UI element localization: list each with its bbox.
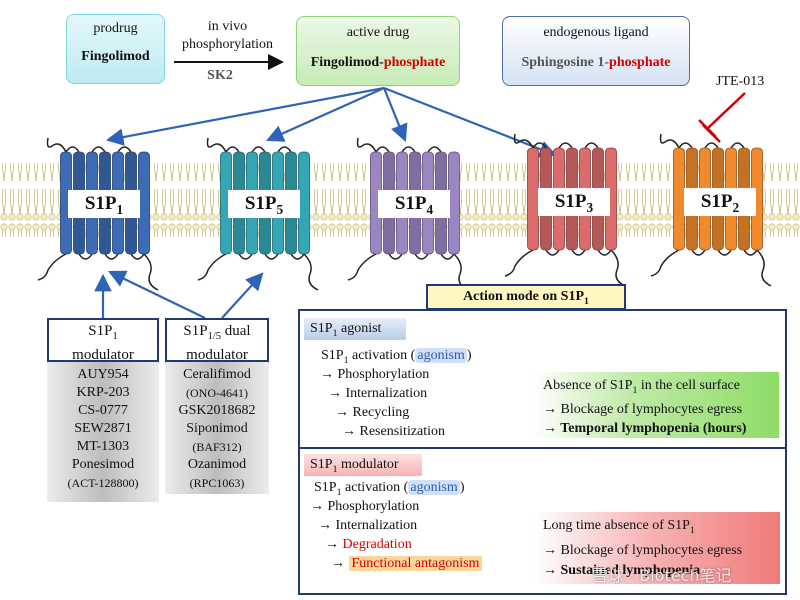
prodrug-name: Fingolimod [81, 49, 150, 64]
active-drug-arrows [105, 86, 558, 158]
jte013-inhibition [698, 92, 746, 143]
modulator-result-line3: → Sustained lymphopenia [543, 562, 701, 578]
action-divider [300, 447, 785, 449]
endogenous-label: endogenous ligand [543, 25, 649, 40]
modulator-result-line2: → Blockage of lymphocytes egress [543, 542, 743, 558]
prodrug-label: prodrug [93, 21, 138, 36]
agonist-result-line1: Absence of S1P1 in the cell surface [543, 378, 740, 396]
modulator-step-3: → Degradation [325, 537, 412, 552]
modulator-item: (ONO-4641) [186, 386, 248, 400]
modulator-item: Ceralifimod [183, 367, 251, 382]
s1p1-modulator-header-line2: modulator [72, 347, 134, 363]
receptor-sub: 4 [426, 201, 434, 217]
agonist-step-2: → Internalization [328, 386, 428, 401]
modulator-item: Siponimod [186, 421, 248, 436]
dual-modulator-header: S1P1/5 dual modulator [165, 318, 269, 363]
arrow-label-line2: phosphorylation [182, 37, 273, 52]
modulator-step-2: → Internalization [318, 518, 418, 533]
active-drug-label: active drug [346, 25, 410, 40]
receptor-s1p3 [504, 133, 626, 287]
active-drug-box: active drug Fingolimod-phosphate [296, 16, 460, 86]
endo-name-part1: Sphingosine 1- [521, 55, 610, 70]
modulator-item: GSK2018682 [178, 403, 256, 418]
modulator-item: CS-0777 [78, 403, 128, 418]
active-drug-name: Fingolimod-phosphate [297, 55, 459, 71]
receptor-name: S1P [394, 193, 427, 214]
receptor-sub: 2 [732, 199, 740, 215]
receptor-label-s1p2: S1P2 [684, 188, 756, 216]
agonist-step-3: → Recycling [335, 405, 410, 420]
modulator-title: S1P1 modulator [304, 454, 422, 476]
receptor-name: S1P [84, 193, 117, 214]
phosphorylation-arrow-label: in vivo phosphorylation [170, 18, 285, 54]
agonist-title: S1P1 agonist [304, 318, 406, 340]
modulator-item: AUY954 [77, 367, 129, 382]
agonist-step-4: → Resensitization [342, 424, 446, 439]
watermark: 雪球 · Biotech笔记 [592, 566, 732, 585]
transmembrane-helix [448, 151, 460, 255]
modulator-result-line1: Long time absence of S1P1 [543, 518, 695, 536]
receptor-label-s1p5: S1P5 [228, 190, 300, 218]
receptor-label-s1p1: S1P1 [68, 190, 140, 218]
jte013-label: JTE-013 [716, 74, 765, 89]
s1p1-modulator-header-line1: S1P1 [88, 323, 118, 342]
modulator-activation: S1P1 activation (agonism) [314, 480, 465, 498]
modulator-item: (BAF312) [192, 440, 242, 454]
modulator-arrows [94, 270, 264, 319]
modulator-item: KRP-203 [76, 385, 130, 400]
agonist-result-line3: → Temporal lymphopenia (hours) [543, 420, 747, 436]
modulator-item: (RPC1063) [189, 476, 245, 490]
receptor-label-s1p4: S1P4 [378, 190, 450, 218]
transmembrane-helix [298, 151, 310, 255]
modulator-step-1: → Phosphorylation [310, 499, 420, 514]
modulator-item: SEW2871 [74, 421, 132, 436]
agonist-result-box: Absence of S1P1 in the cell surface → Bl… [533, 372, 779, 438]
receptor-name: S1P [244, 193, 277, 214]
prodrug-box: prodrug Fingolimod [66, 14, 165, 84]
active-name-part2: phosphate [383, 55, 446, 70]
receptor-sub: 5 [276, 201, 284, 217]
dual-modulator-header-line2: modulator [186, 347, 248, 363]
s1p1-modulator-header: S1P1 modulator [47, 318, 159, 363]
modulator-item: (ACT-128800) [67, 476, 139, 490]
receptor-sub: 3 [586, 199, 594, 215]
active-name-part1: Fingolimod- [310, 55, 384, 70]
receptor-name: S1P [554, 191, 587, 212]
modulator-result-box: Long time absence of S1P1 → Blockage of … [535, 512, 780, 584]
agonist-step-1: → Phosphorylation [320, 367, 430, 382]
transmembrane-helix [138, 151, 150, 255]
sk2-label: SK2 [207, 68, 233, 83]
receptor-name: S1P [700, 191, 733, 212]
receptor-sub: 1 [116, 201, 124, 217]
endogenous-name: Sphingosine 1-phosphate [503, 55, 689, 71]
action-mode-title: Action mode on S1P1 [426, 284, 626, 310]
modulator-item: MT-1303 [76, 439, 130, 454]
endogenous-ligand-box: endogenous ligand Sphingosine 1-phosphat… [502, 16, 690, 86]
modulator-item: Ponesimod [71, 457, 135, 472]
endo-name-part2: phosphate [609, 55, 671, 70]
transmembrane-helix [673, 147, 685, 251]
agonist-activation: S1P1 activation (agonism) [321, 348, 472, 366]
transmembrane-helix [527, 147, 539, 251]
agonist-result-line2: → Blockage of lymphocytes egress [543, 401, 743, 417]
modulator-item: Ozanimod [187, 457, 247, 472]
arrow-label-line1: in vivo [207, 19, 248, 34]
dual-modulator-header-line1: S1P1/5 dual [183, 323, 251, 342]
modulator-step-4: → Functional antagonism [331, 556, 483, 572]
receptor-label-s1p3: S1P3 [538, 188, 610, 216]
